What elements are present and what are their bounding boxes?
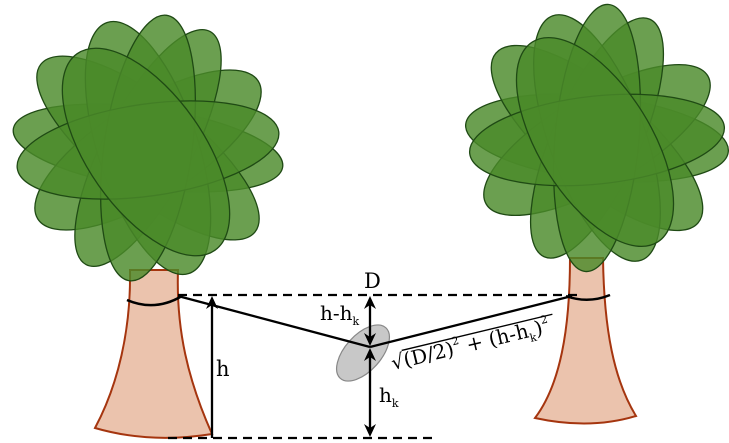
hk-arrowhead-bottom [364,424,376,437]
hk-arrowhead-top [364,348,376,361]
right-tree-trunk [533,257,638,425]
label-hk: hk [379,383,399,410]
h-minus-hk-arrowhead-top [364,296,376,309]
right-hammock-line [369,294,573,349]
label-D: D [364,269,381,293]
left-tree-foliage [12,14,284,282]
h-minus-hk-arrowhead-bottom [364,333,376,346]
left-tree [12,14,284,439]
right-tree-foliage [464,3,729,273]
left-trunk-strap [126,294,183,307]
left-tree-trunk [93,269,214,439]
sqrt-vinculum [401,313,553,352]
right-tree [464,3,729,425]
label-h: h [216,357,230,381]
h-arrowhead [206,296,218,309]
label-h-minus-hk: h-hk [320,301,360,328]
